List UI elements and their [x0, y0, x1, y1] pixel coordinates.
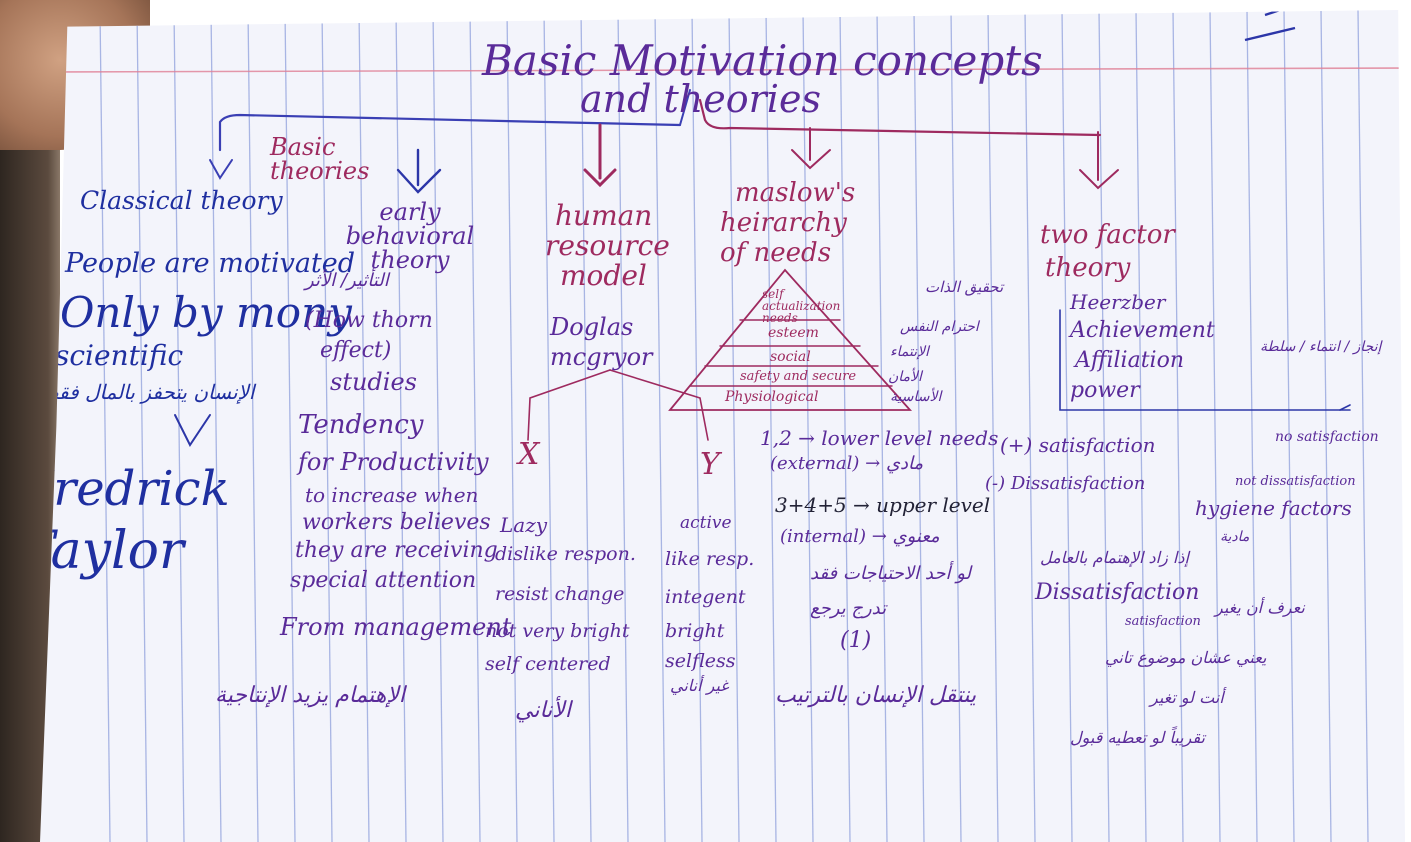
hr-x-item-2: resist change [495, 583, 625, 605]
classical-name-1: Fredrick [20, 461, 230, 517]
tf-note-2: satisfaction [1125, 614, 1201, 629]
maslow-ar-1: تحقيق الذات [925, 278, 1004, 296]
maslow-level-5: Physiological [725, 389, 819, 405]
maslow-level-3: social [770, 349, 811, 365]
tf-satisfaction: (+) satisfaction [1000, 433, 1156, 457]
early-heading: early behavioral theory [345, 198, 475, 274]
early-line-10: From management [280, 613, 512, 641]
early-line-5: for Productivity [298, 448, 489, 476]
hr-y-item-2: integent [665, 586, 746, 608]
hr-x-arabic: الأناني [515, 698, 571, 723]
maslow-ar-2: احترام النفس [900, 319, 979, 335]
basic-theories-heading: Basic theories [270, 133, 370, 185]
hr-heading-2: resource [545, 229, 670, 262]
hr-y-item-4: selfless [665, 650, 736, 672]
tf-ar-1: إذا زاد الإهتمام بالعامل [1040, 548, 1189, 567]
early-arabic-2: الإهتمام يزيد الإنتاجية [215, 683, 406, 708]
classical-heading: Classical theory [80, 186, 283, 215]
classical-line-1: People are motivated [65, 248, 356, 279]
lined-paper: Basic Motivation concepts and theories B… [40, 10, 1405, 842]
maslow-level-2: esteem [768, 325, 819, 341]
tf-heading-1: two factor [1040, 220, 1175, 250]
hr-y-item-1: like resp. [665, 548, 755, 570]
maslow-ar-4: الأمان [888, 369, 922, 385]
maslow-upper: 3+4+5 → upper level [775, 493, 991, 517]
classical-line-2: Only by mony [60, 288, 352, 337]
maslow-heading-2: heirarchy [720, 208, 847, 238]
maslow-ar-3: الإنتماء [890, 344, 929, 360]
hr-y-tag: active [680, 513, 732, 533]
hr-x-item-4: self centered [485, 653, 611, 675]
hr-author-1: Doglas [550, 313, 634, 341]
early-line-4: Tendency [298, 410, 424, 440]
tf-ar-4: أنت لو تغير [1150, 688, 1224, 707]
tf-arabic-side: إنجاز / انتماء / سلطة [1260, 339, 1382, 355]
hr-heading-1: human [555, 199, 653, 232]
title-line-1: Basic Motivation concepts [482, 36, 1043, 85]
classical-name-2: Taylor [20, 521, 184, 581]
maslow-level-4: safety and secure [740, 369, 857, 384]
early-line-6: to increase when [305, 483, 479, 507]
hr-x-item-3: not very bright [485, 620, 630, 642]
tf-item-3: power [1070, 378, 1140, 403]
hr-y-arabic: غير أناني [670, 676, 729, 695]
tf-ar-2: نعرف أن يغير [1215, 598, 1305, 617]
maslow-heading-1: maslow's [735, 178, 856, 208]
tf-heading-2: theory [1045, 253, 1131, 283]
tf-ar-3: يعني عشان موضوع تاني [1105, 648, 1267, 667]
tf-dissatisfaction: (-) Dissatisfaction [985, 473, 1146, 494]
maslow-note-1: لو أحد الاحتياجات فقد [810, 563, 971, 584]
title-line-2: and theories [580, 77, 821, 121]
hr-y-label: Y [700, 447, 720, 482]
tf-item-2: Affiliation [1075, 348, 1184, 373]
maslow-heading-3: of needs [720, 238, 832, 268]
hr-x-tag: Lazy [500, 513, 548, 537]
tf-author: Heerzber [1070, 290, 1166, 314]
maslow-note-2: تدرج يرجع [810, 598, 887, 619]
early-line-9: special attention [290, 568, 477, 593]
maslow-ar-5: الأساسية [890, 389, 942, 405]
early-line-8: they are receiving [295, 538, 498, 563]
early-line-3: studies [330, 368, 417, 396]
tf-note-1: Dissatisfaction [1035, 580, 1200, 605]
paper-lines [40, 10, 1405, 842]
hr-author-2: mcgryor [550, 343, 653, 371]
maslow-note-3: (1) [840, 628, 872, 653]
tf-not-dissatisfaction: not dissatisfaction [1235, 474, 1356, 489]
early-line-7: workers believes [302, 510, 491, 535]
maslow-external: (external) → مادي [770, 453, 924, 474]
classical-line-3: scientific [55, 339, 184, 372]
tf-ar-5: تقريباً لو تعطيه قبول [1070, 728, 1205, 747]
tf-item-1: Achievement [1070, 318, 1215, 343]
hr-x-item-1: dislike respon. [495, 543, 636, 565]
hr-y-item-3: bright [665, 620, 725, 642]
hr-heading-3: model [560, 259, 647, 292]
hr-x-label: X [518, 437, 540, 472]
early-arabic-1: التأثير/ الأثر [305, 270, 389, 291]
early-line-2: effect) [320, 338, 392, 363]
maslow-footer: ينتقل الإنسان بالترتيب [775, 683, 977, 708]
tf-hygiene: hygiene factors [1195, 496, 1352, 520]
classical-arabic: الإنسان يتحفز بالمال فقط [40, 380, 255, 404]
maslow-lower: 1,2 → lower level needs [760, 426, 999, 450]
maslow-internal: (internal) → معنوي [780, 526, 940, 547]
tf-hygiene-arabic: مادية [1220, 529, 1250, 545]
maslow-level-1: self actualization needs [762, 287, 841, 325]
early-line-1: (How thorn [305, 308, 433, 333]
tf-no-satisfaction: no satisfaction [1275, 429, 1379, 445]
